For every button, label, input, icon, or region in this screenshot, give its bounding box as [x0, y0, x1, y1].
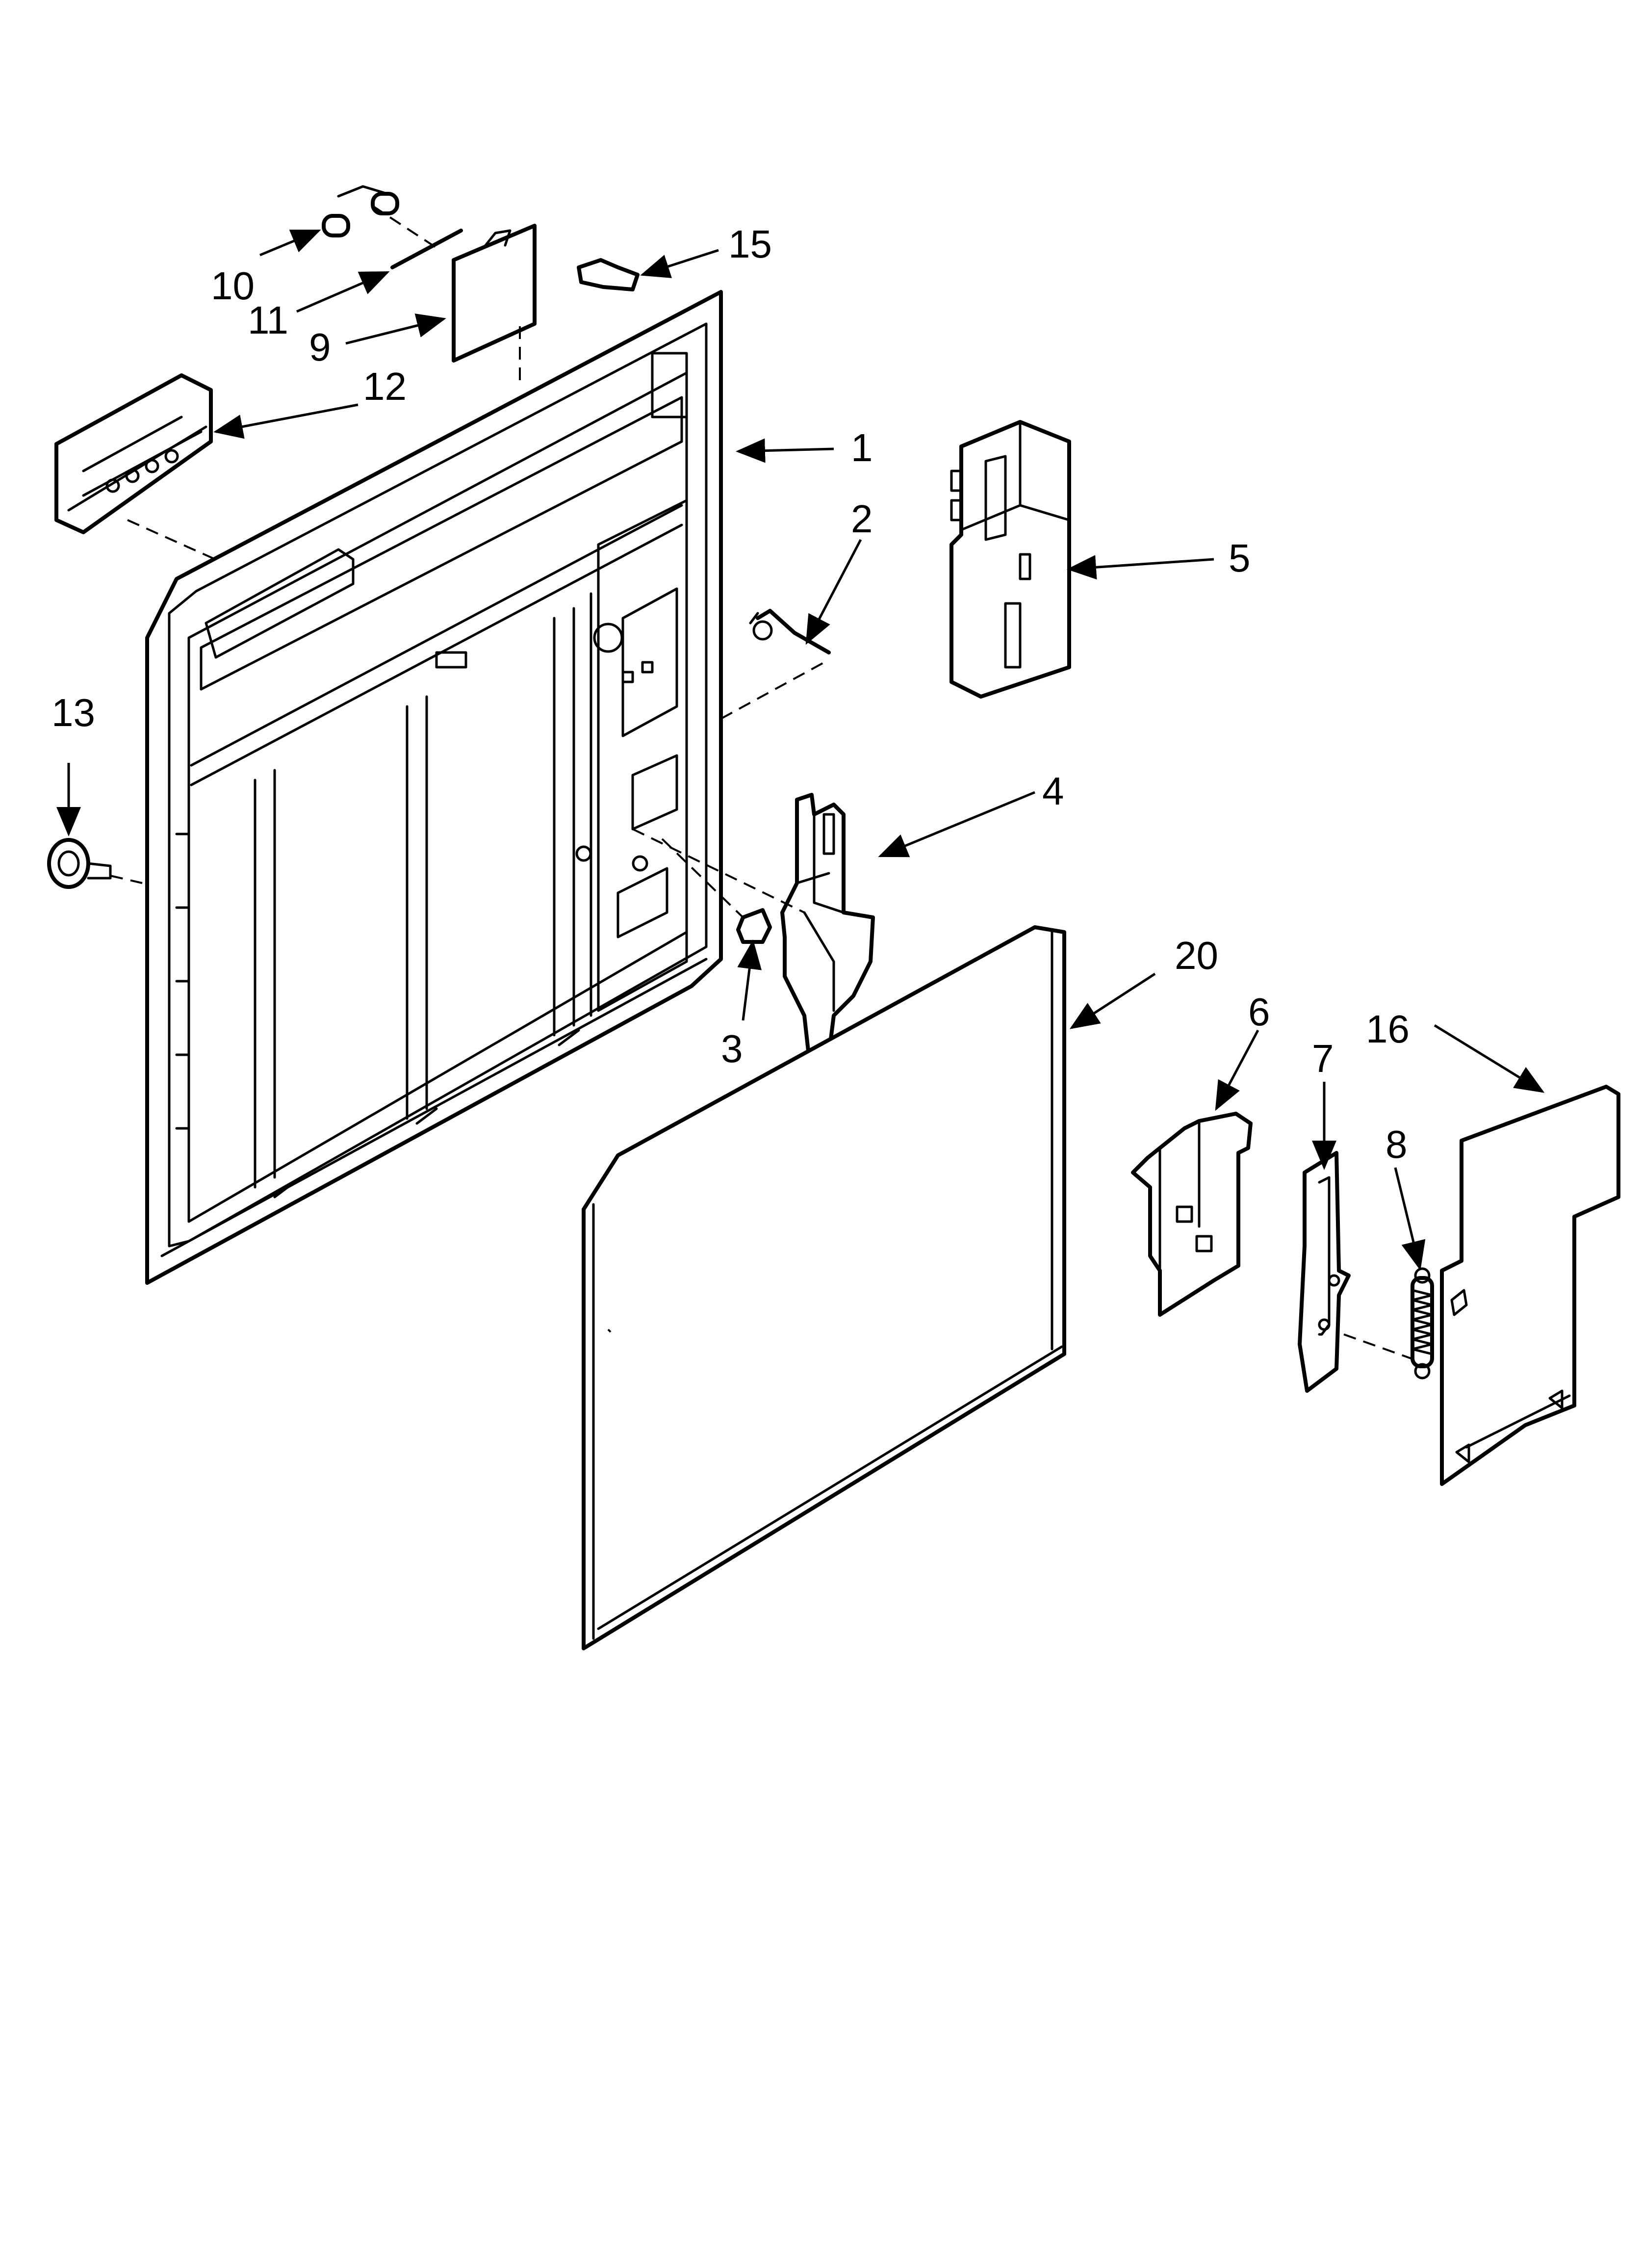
callout-8: 8 [1385, 1122, 1408, 1166]
callout-7: 7 [1312, 1037, 1334, 1080]
leader-lines [56, 229, 1545, 1271]
callout-15: 15 [728, 222, 772, 266]
switch-housing [949, 420, 1071, 699]
callout-16: 16 [1366, 1007, 1410, 1051]
callout-10: 10 [211, 264, 255, 308]
callout-6: 6 [1248, 990, 1270, 1034]
door-spring [1411, 1267, 1434, 1380]
latch-assembly [780, 793, 875, 1062]
callout-labels: 1 2 3 4 5 6 7 8 9 10 11 12 13 15 16 20 [51, 222, 1410, 1166]
side-cover [1440, 1085, 1620, 1486]
outer-door-panel [582, 925, 1066, 1650]
inner-door-panel [145, 290, 723, 1285]
spring-pair [322, 185, 399, 237]
cover-plate [452, 224, 537, 363]
callout-1: 1 [851, 426, 873, 469]
callout-2: 2 [851, 497, 873, 541]
assembly-lines [110, 205, 1413, 1360]
door-handle [54, 373, 213, 534]
latch-rod [749, 609, 831, 654]
small-rod [390, 229, 463, 269]
callout-20: 20 [1175, 934, 1218, 977]
callout-4: 4 [1042, 769, 1064, 813]
callout-11: 11 [248, 298, 288, 342]
link-arm [1298, 1151, 1351, 1393]
bumper [736, 908, 772, 944]
callout-5: 5 [1229, 536, 1251, 580]
hinge-bracket [1131, 1112, 1253, 1317]
callout-3: 3 [721, 1027, 743, 1070]
top-screw [577, 258, 640, 291]
knob-screw [47, 838, 112, 889]
callout-13: 13 [51, 691, 95, 734]
callout-9: 9 [309, 325, 331, 369]
callout-12: 12 [363, 365, 407, 408]
